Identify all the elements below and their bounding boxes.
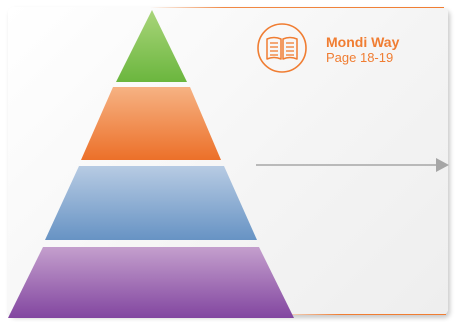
right-arrow-icon (256, 158, 449, 172)
pyramid-level-4 (8, 247, 294, 318)
panel-accent-top (150, 7, 444, 8)
pyramid-level-1 (116, 10, 187, 82)
badge-page-reference: Page 18-19 (326, 50, 394, 65)
pyramid (8, 10, 294, 318)
reference-badge[interactable]: Mondi Way Page 18-19 (256, 22, 446, 73)
pyramid-level-2 (81, 87, 221, 160)
pyramid-level-3 (45, 166, 257, 240)
panel-accent-bottom (270, 314, 446, 315)
badge-title: Mondi Way (326, 34, 400, 50)
open-book-icon (257, 23, 307, 73)
